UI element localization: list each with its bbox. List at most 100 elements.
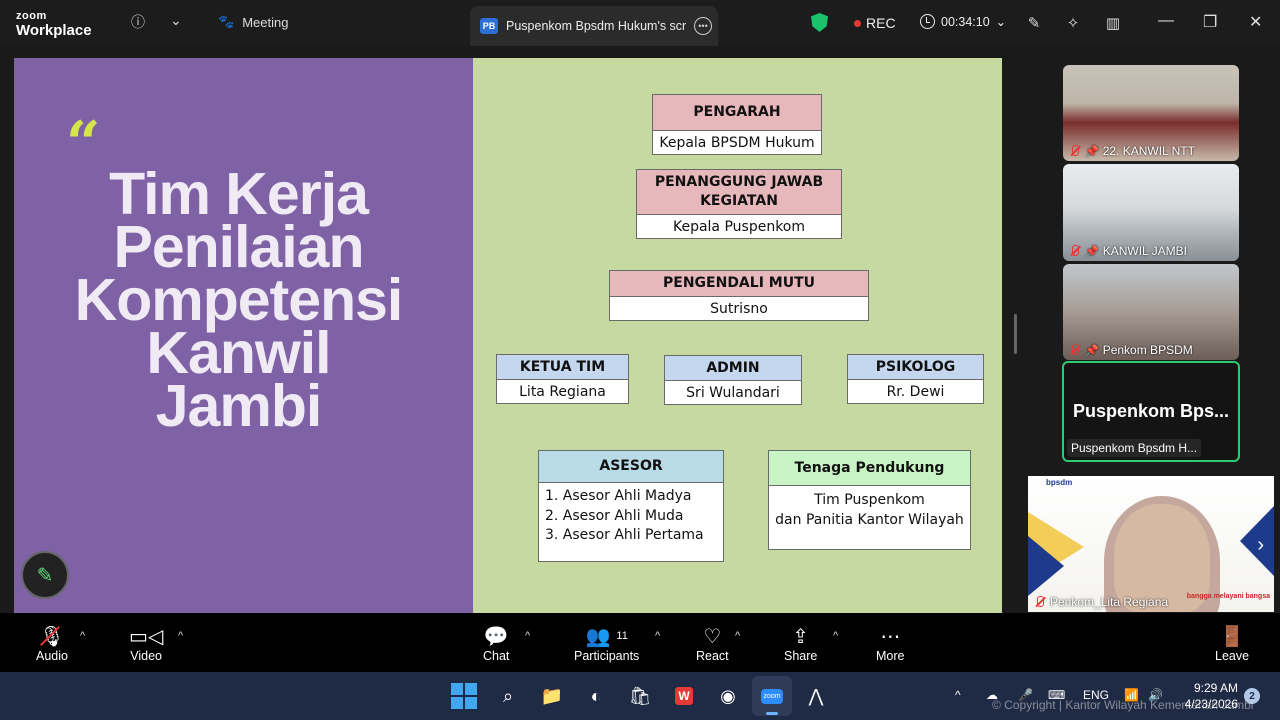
- wps-office-icon[interactable]: W: [670, 682, 698, 710]
- language-indicator[interactable]: ENG: [1083, 688, 1110, 702]
- info-icon[interactable]: ⓘ: [131, 14, 145, 30]
- restore-icon[interactable]: ❐: [1203, 14, 1218, 31]
- store-icon[interactable]: 🛍: [628, 685, 652, 706]
- search-icon[interactable]: ⌕: [502, 685, 514, 706]
- list-item: 3. Asesor Ahli Pertama: [545, 527, 704, 543]
- file-explorer-icon[interactable]: 📁: [540, 685, 564, 706]
- edge-browser-icon[interactable]: ◐: [590, 685, 602, 706]
- close-icon[interactable]: ✕: [1249, 14, 1263, 31]
- org-body-line: dan Panitia Kantor Wilayah: [775, 512, 964, 528]
- chevron-right-icon[interactable]: ›: [1257, 534, 1264, 556]
- share-tab-title: Puspenkom Bpsdm Hukum's scre: [506, 19, 686, 33]
- onedrive-cloud-icon[interactable]: ☁: [986, 688, 998, 702]
- slide-title: Tim Kerja Penilaian Kompetensi Kanwil Ja…: [14, 161, 463, 436]
- asesor-list: 1. Asesor Ahli Madya 2. Asesor Ahli Muda…: [539, 483, 723, 550]
- shared-screen-area: “ Tim Kerja Penilaian Kompetensi Kanwil …: [0, 46, 1020, 613]
- annotation-pencil-button[interactable]: ✎: [21, 551, 69, 599]
- muted-mic-icon: 🎙: [39, 625, 65, 648]
- active-speaker-tile[interactable]: Puspenkom Bps... Puspenkom Bpsdm H...: [1062, 361, 1240, 462]
- logo-top-text: zoom: [16, 10, 47, 22]
- paw-icon: 🐾: [218, 14, 235, 29]
- windows-start-icon[interactable]: [450, 682, 478, 710]
- tab-meeting-label: Meeting: [242, 14, 289, 30]
- share-tab-badge: PB: [480, 18, 498, 34]
- participant-label: 📌 KANWIL JAMBI: [1069, 244, 1187, 258]
- more-options-icon[interactable]: •••: [694, 17, 712, 35]
- react-button[interactable]: ♡ React: [696, 623, 729, 664]
- encryption-shield-icon[interactable]: [811, 13, 828, 32]
- participant-tile[interactable]: 📌 KANWIL JAMBI: [1063, 164, 1239, 261]
- microphone-icon[interactable]: 🎤: [1018, 688, 1033, 702]
- leave-button[interactable]: 🚪 Leave: [1215, 623, 1250, 664]
- person-face: [1114, 504, 1210, 612]
- org-head: Tenaga Pendukung: [769, 451, 970, 485]
- participants-options-caret[interactable]: ^: [655, 630, 661, 642]
- zoom-app-icon[interactable]: zoom: [752, 676, 792, 716]
- chat-button[interactable]: 💬 Chat: [483, 623, 509, 664]
- participant-big-name: Puspenkom Bps...: [1072, 401, 1230, 421]
- side-panel-icon[interactable]: ▥: [1105, 15, 1121, 32]
- chat-bubble-icon: 💬: [483, 625, 509, 648]
- minimize-icon[interactable]: —: [1158, 12, 1174, 29]
- clock-time: 9:29 AM: [1193, 681, 1238, 695]
- recording-indicator[interactable]: REC: [854, 15, 896, 31]
- chevron-down-icon[interactable]: ⌄: [170, 12, 182, 28]
- copyright-watermark: © Copyright | Kantor Wilayah Kementerian…: [992, 698, 1254, 712]
- annotate-pencil-icon[interactable]: ✎: [1027, 15, 1041, 32]
- tab-shared-screen[interactable]: PB Puspenkom Bpsdm Hukum's scre •••: [470, 6, 718, 46]
- org-box-pengendali-mutu: PENGENDALI MUTU Sutrisno: [609, 270, 869, 321]
- share-button[interactable]: ⇪ Share: [784, 623, 818, 664]
- meeting-timer[interactable]: 00:34:10 ⌄: [920, 14, 1006, 29]
- participant-name: Puspenkom Bpsdm H...: [1067, 439, 1202, 457]
- org-body: Sri Wulandari: [665, 380, 801, 404]
- timer-value: 00:34:10: [941, 14, 990, 29]
- share-label: Share: [784, 649, 818, 663]
- org-body: Sutrisno: [610, 296, 868, 320]
- panel-resize-handle[interactable]: [1014, 314, 1017, 354]
- chrome-icon[interactable]: ◉: [720, 685, 736, 706]
- org-head: ASESOR: [539, 451, 723, 482]
- notification-badge[interactable]: 2: [1244, 688, 1260, 704]
- keyboard-icon[interactable]: ⌨: [1048, 688, 1066, 702]
- speaker-icon[interactable]: 🔊: [1148, 688, 1163, 702]
- audio-button[interactable]: 🎙 Audio: [36, 623, 68, 664]
- ai-sparkle-icon[interactable]: ✧: [1066, 15, 1080, 32]
- participants-count: 11: [616, 630, 628, 642]
- windows-taskbar: ⌕ 📁 ◐ 🛍 W ◉ zoom ⋀ ^ ☁ 🎤 ⌨ ENG 📶 🔊 9:29 …: [0, 672, 1280, 720]
- org-body: Kepala Puspenkom: [637, 214, 841, 238]
- react-options-caret[interactable]: ^: [735, 630, 741, 642]
- video-button[interactable]: ▭◁ Video: [129, 623, 163, 664]
- chevron-up-icon[interactable]: ^: [955, 688, 961, 702]
- brand-mark: bangga melayani bangsa: [1186, 593, 1270, 600]
- chat-options-caret[interactable]: ^: [525, 630, 531, 642]
- quote-mark-icon: “: [66, 109, 101, 179]
- org-chart: PENGARAH Kepala BPSDM Hukum PENANGGUNG J…: [473, 58, 1002, 613]
- leave-label: Leave: [1215, 649, 1250, 663]
- participants-button[interactable]: 👥11 Participants: [574, 623, 639, 664]
- org-box-asesor: ASESOR 1. Asesor Ahli Madya 2. Asesor Ah…: [538, 450, 724, 562]
- floating-video-tile[interactable]: bpsdm bangga melayani bangsa › Penkom_Li…: [1028, 476, 1274, 612]
- tab-meeting[interactable]: 🐾 Meeting: [218, 14, 288, 30]
- slide-left-panel: “ Tim Kerja Penilaian Kompetensi Kanwil …: [14, 58, 473, 613]
- org-box-penanggung-jawab: PENANGGUNG JAWAB KEGIATAN Kepala Puspenk…: [636, 169, 842, 239]
- taskbar-clock[interactable]: 9:29 AM 4/23/2026: [1180, 680, 1238, 712]
- org-head-line: KEGIATAN: [700, 193, 778, 209]
- participant-tile[interactable]: 📌 22. KANWIL NTT: [1063, 65, 1239, 161]
- rec-label: REC: [866, 15, 896, 31]
- audio-options-caret[interactable]: ^: [80, 630, 86, 642]
- participant-name: Penkom BPSDM: [1102, 343, 1193, 357]
- canva-icon[interactable]: ⋀: [808, 685, 824, 706]
- muted-mic-icon: [1069, 245, 1081, 257]
- video-options-caret[interactable]: ^: [178, 630, 184, 642]
- share-options-caret[interactable]: ^: [833, 630, 839, 642]
- more-button[interactable]: ⋯ More: [876, 623, 904, 664]
- meeting-toolbar: 🎙 Audio ^ ▭◁ Video ^ 💬 Chat ^ 👥11 Partic…: [0, 613, 1280, 672]
- title-line: Tim Kerja: [109, 161, 369, 227]
- participant-tile[interactable]: 📌 Penkom BPSDM: [1063, 264, 1239, 360]
- participant-name: Penkom_Lita Regiana: [1050, 595, 1169, 609]
- org-body: 1. Asesor Ahli Madya 2. Asesor Ahli Muda…: [539, 482, 723, 561]
- list-item: 1. Asesor Ahli Madya: [545, 488, 692, 504]
- org-head: PENANGGUNG JAWAB KEGIATAN: [637, 170, 841, 214]
- wifi-icon[interactable]: 📶: [1124, 688, 1139, 702]
- participant-label: Penkom_Lita Regiana: [1034, 595, 1168, 609]
